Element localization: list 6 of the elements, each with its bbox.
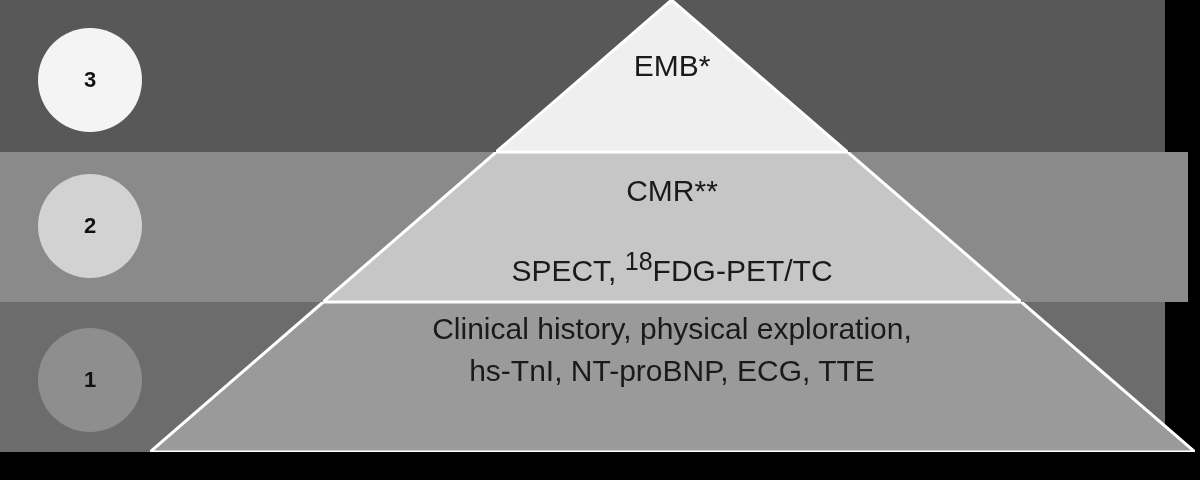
tier-text: Clinical history, physical exploration, hs-TnI, NT-proBNP, ECG, TTE	[431, 311, 913, 389]
tier-text: CMR**	[625, 173, 719, 209]
tier-text: SPECT, $^{18}$FDG-PET/TC	[510, 246, 834, 289]
pyramid-tier	[323, 152, 1022, 302]
tier-text: EMB*	[632, 48, 712, 84]
pyramid-tier	[150, 302, 1195, 452]
